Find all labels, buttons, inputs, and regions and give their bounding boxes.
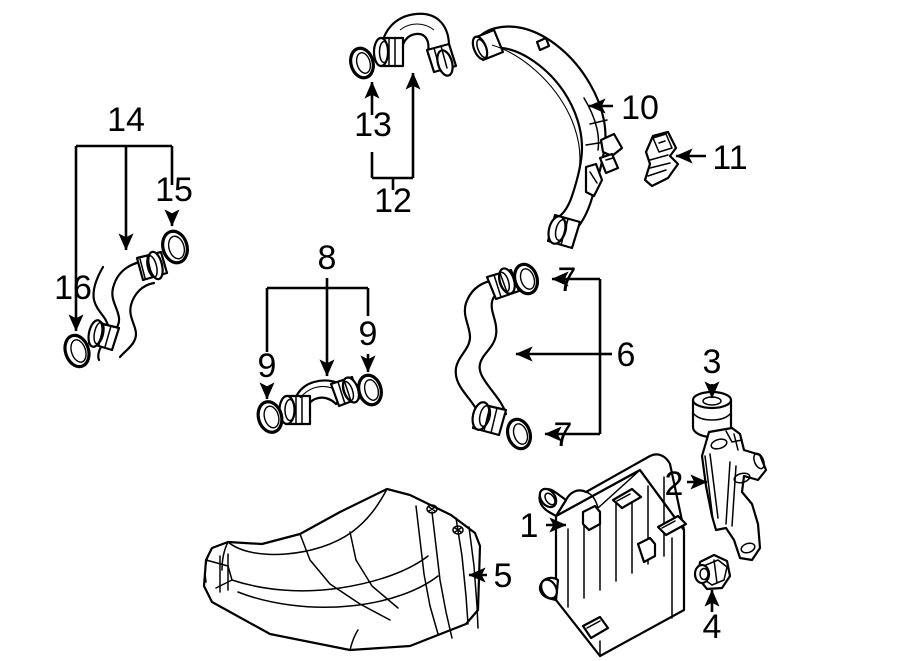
callout-label-8: 8	[318, 239, 337, 277]
leader-12	[370, 72, 421, 190]
part-s-bend-hose-6	[454, 267, 521, 437]
leader-14	[74, 144, 174, 326]
callout-label-15: 15	[155, 171, 193, 209]
callout-label-16: 16	[54, 269, 92, 307]
callout-label-14: 14	[107, 101, 145, 139]
leader-8	[265, 278, 370, 377]
part-o-ring-16	[63, 333, 91, 369]
part-retaining-clip-11	[643, 130, 680, 188]
callout-label-2: 2	[665, 465, 684, 503]
callout-label-4: 4	[703, 608, 722, 646]
part-o-ring-9-left	[256, 400, 284, 434]
callout-label-9-right: 9	[359, 315, 378, 353]
callout-label-13: 13	[354, 106, 392, 144]
part-turbo-outlet-pipe-10	[471, 25, 624, 250]
callout-label-3: 3	[703, 343, 722, 381]
part-grommet-nut-4	[693, 553, 732, 591]
part-upper-elbow-hose-12	[372, 12, 458, 77]
leader-6	[515, 279, 612, 434]
callout-label-5: 5	[494, 557, 513, 595]
part-coolant-hose-14	[87, 250, 169, 362]
part-o-ring-7-upper	[512, 262, 540, 296]
callout-label-1: 1	[520, 507, 539, 545]
part-bushing-3	[691, 390, 733, 439]
part-intercooler-1	[538, 453, 688, 658]
callout-label-9-left: 9	[258, 347, 277, 385]
callout-label-7-upper: 7	[558, 261, 577, 299]
part-o-ring-13	[349, 46, 375, 80]
callout-label-6: 6	[617, 336, 636, 374]
part-elbow-hose-8	[278, 375, 362, 426]
part-o-ring-7-lower	[505, 417, 533, 451]
callout-label-12: 12	[374, 182, 412, 220]
part-mounting-bracket-2	[700, 426, 768, 562]
callout-label-7-lower: 7	[554, 416, 573, 454]
part-o-ring-9-right	[357, 373, 383, 407]
callout-label-10: 10	[621, 89, 659, 127]
part-o-ring-15	[161, 229, 189, 265]
part-air-duct-5	[202, 487, 482, 652]
callout-label-11: 11	[712, 139, 747, 177]
